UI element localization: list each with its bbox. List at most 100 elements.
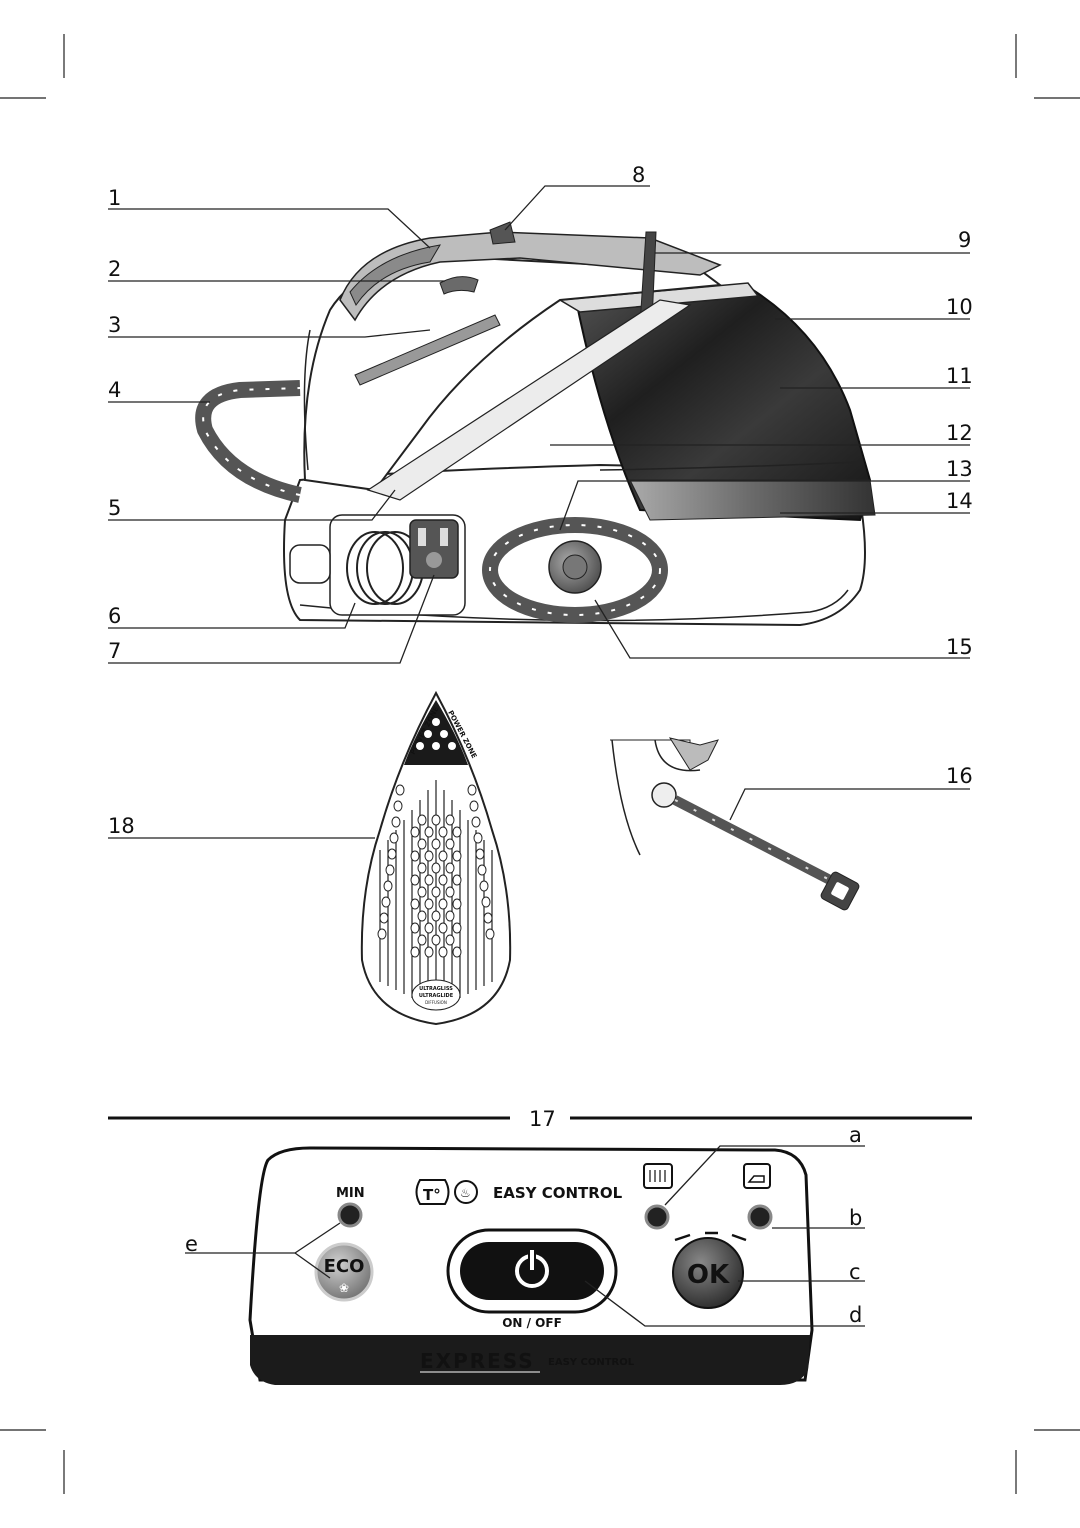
footer-brand: EXPRESS: [420, 1349, 535, 1373]
callout-a: a: [849, 1123, 862, 1147]
callout-18: 18: [108, 814, 135, 838]
badge-line3: DIFFUSION: [425, 1000, 447, 1005]
ok-label: OK: [687, 1260, 730, 1290]
steam-hole: [424, 946, 434, 958]
power-zone-hole: [424, 730, 432, 738]
crop-marks: [0, 34, 1080, 1494]
steam-hole: [438, 826, 448, 838]
steam-hole: [438, 946, 448, 958]
steam-hole: [431, 814, 441, 826]
steam-hole: [438, 850, 448, 862]
min-label: MIN: [336, 1186, 365, 1201]
onoff-label: ON / OFF: [502, 1316, 562, 1330]
steam-hole: [393, 800, 403, 812]
steam-hole: [445, 862, 455, 874]
soleplate-badge: [411, 979, 461, 1011]
callout-1: 1: [108, 186, 121, 210]
callout-16: 16: [946, 764, 973, 788]
callout-10: 10: [946, 295, 973, 319]
steam-generator: [195, 221, 876, 627]
lock-button: [489, 221, 516, 245]
steam-trigger: [439, 276, 479, 295]
steam-symbol-icon: [454, 1180, 478, 1204]
callout-15: 15: [946, 635, 973, 659]
steam-hole: [481, 896, 491, 908]
steam-hole: [417, 838, 427, 850]
steam-hole: [417, 934, 427, 946]
callout-e: e: [185, 1232, 198, 1256]
min-indicator-light: [337, 1202, 363, 1228]
eco-button[interactable]: [314, 1242, 374, 1302]
steam-hole: [452, 874, 462, 886]
callout-13: 13: [946, 457, 973, 481]
steam-hole: [424, 850, 434, 862]
steam-hole: [485, 928, 495, 940]
steam-hole: [452, 898, 462, 910]
callout-b: b: [849, 1206, 862, 1230]
power-zone-hole: [432, 718, 440, 726]
callout-6: 6: [108, 604, 121, 628]
steam-hole: [385, 864, 395, 876]
power-plug: [409, 519, 459, 579]
panel-footer: [250, 1335, 810, 1385]
power-zone-hole: [440, 730, 448, 738]
steam-hole: [410, 922, 420, 934]
steam-cord: [195, 380, 302, 503]
callout-14: 14: [946, 489, 973, 513]
steam-hole: [381, 896, 391, 908]
steam-hole: [475, 848, 485, 860]
water-tank: [573, 283, 872, 522]
steam-hole: [452, 946, 462, 958]
steam-hole: [424, 922, 434, 934]
steam-hole: [417, 814, 427, 826]
power-zone-hole: [448, 742, 456, 750]
steam-hole: [467, 784, 477, 796]
callout-9: 9: [958, 228, 971, 252]
steam-hole: [445, 838, 455, 850]
leader-lines-right: [504, 185, 970, 821]
steam-hole: [424, 898, 434, 910]
steam-hole: [410, 850, 420, 862]
steam-hole: [424, 826, 434, 838]
steam-hole: [417, 862, 427, 874]
callout-c: c: [849, 1260, 861, 1284]
footer-sub: EASY CONTROL: [548, 1357, 635, 1368]
steam-hole: [410, 874, 420, 886]
hand-steam-icon: ♨: [460, 1186, 471, 1200]
steam-hole: [377, 928, 387, 940]
steam-hole: [387, 848, 397, 860]
steam-hole: [410, 898, 420, 910]
steam-hole: [445, 910, 455, 922]
steam-hole: [469, 800, 479, 812]
steam-hole: [452, 826, 462, 838]
callout-numbers: 1 2 3 4 5 6 7 8 9 10 11 12 13 14 15 16 1…: [108, 163, 973, 1327]
temp-icon-frame: [415, 1179, 450, 1205]
steam-drops-icon: ❀: [339, 1281, 349, 1295]
handle-grip: [349, 244, 441, 307]
steam-hole: [395, 784, 405, 796]
steam-hole: [431, 886, 441, 898]
steam-hole: [452, 850, 462, 862]
badge-line1: ULTRAGLISS: [419, 986, 453, 992]
steam-hole: [471, 816, 481, 828]
control-panel: EXPRESS EASY CONTROL MIN ECO ❀ T° ♨ EASY…: [185, 1145, 865, 1385]
onoff-button[interactable]: [460, 1242, 604, 1300]
deco-strip: [629, 479, 876, 521]
descaling-rod: [672, 795, 833, 885]
callout-12: 12: [946, 421, 973, 445]
steam-hole: [431, 838, 441, 850]
steam-hole: [410, 826, 420, 838]
steam-hole: [473, 832, 483, 844]
brand-label: EASY CONTROL: [493, 1184, 623, 1202]
soleplate: POWER ZONE POWER ZONE ULTRAGLISS ULTRAGL…: [360, 690, 512, 1026]
ok-button[interactable]: [672, 1237, 744, 1309]
steam-hole: [445, 886, 455, 898]
steam-mode-icon: [643, 1163, 673, 1189]
steam-hole: [379, 912, 389, 924]
steam-hole: [410, 946, 420, 958]
steam-hole: [431, 862, 441, 874]
badge-line2: ULTRAGLIDE: [419, 993, 454, 999]
steam-hole: [483, 912, 493, 924]
leader-lines-left: [108, 208, 445, 839]
callout-3: 3: [108, 313, 121, 337]
